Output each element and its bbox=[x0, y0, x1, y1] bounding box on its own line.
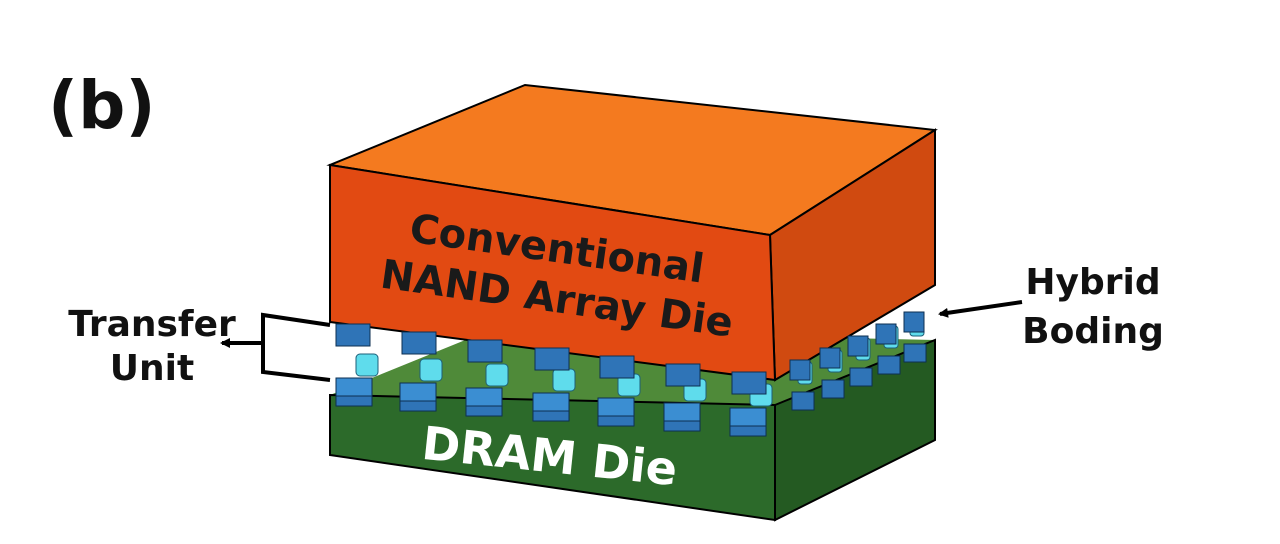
bonding-pad bbox=[791, 391, 815, 411]
bonding-pad-edge bbox=[335, 395, 373, 407]
bonding-pad bbox=[663, 402, 701, 422]
via-connector bbox=[552, 368, 576, 392]
nand-bonding-pad bbox=[731, 371, 767, 395]
hybrid-bonding-label-line2: Boding bbox=[1022, 311, 1164, 352]
bonding-pad bbox=[877, 355, 901, 375]
nand-bonding-pad bbox=[789, 359, 811, 381]
nand-bonding-pad bbox=[847, 335, 869, 357]
via-connector bbox=[419, 358, 443, 382]
bonding-pad-edge bbox=[729, 425, 767, 437]
nand-bonding-pad bbox=[467, 339, 503, 363]
bonding-pad-edge bbox=[399, 400, 437, 412]
via-connector bbox=[355, 353, 379, 377]
nand-bonding-pad bbox=[665, 363, 701, 387]
transfer-unit-label-line2: Unit bbox=[110, 348, 194, 389]
transfer-unit-callout: Transfer Unit bbox=[68, 304, 331, 389]
hybrid-bonding-label-line1: Hybrid bbox=[1025, 262, 1160, 303]
bonding-pad bbox=[849, 367, 873, 387]
top-pad-row bbox=[335, 311, 925, 395]
bonding-pad bbox=[465, 387, 503, 407]
bonding-pad bbox=[532, 392, 570, 412]
bonding-pad-edge bbox=[532, 410, 570, 422]
bonding-pad-edge bbox=[663, 420, 701, 432]
nand-bonding-pad bbox=[335, 323, 371, 347]
nand-bonding-pad bbox=[534, 347, 570, 371]
panel-label: (b) bbox=[48, 67, 156, 144]
nand-die: Conventional NAND Array Die bbox=[326, 83, 938, 382]
nand-bonding-pad bbox=[599, 355, 635, 379]
bonding-pad-edge bbox=[465, 405, 503, 417]
nand-die-front-face bbox=[329, 163, 777, 382]
bonding-pad bbox=[903, 343, 927, 363]
hybrid-bonding-arrow bbox=[938, 300, 1023, 318]
via-connector bbox=[485, 363, 509, 387]
bonding-pad bbox=[335, 377, 373, 397]
transfer-unit-bracket bbox=[261, 312, 331, 382]
nand-bonding-pad bbox=[903, 311, 925, 333]
hybrid-bonding-callout: Hybrid Boding bbox=[938, 262, 1164, 352]
nand-bonding-pad bbox=[819, 347, 841, 369]
bonding-pad-edge bbox=[597, 415, 635, 427]
transfer-unit-label-line1: Transfer bbox=[68, 304, 236, 345]
bonding-pad bbox=[399, 382, 437, 402]
nand-bonding-pad bbox=[875, 323, 897, 345]
nand-bonding-pad bbox=[401, 331, 437, 355]
bonding-pad bbox=[729, 407, 767, 427]
bonding-pad bbox=[597, 397, 635, 417]
bonding-pad bbox=[821, 379, 845, 399]
